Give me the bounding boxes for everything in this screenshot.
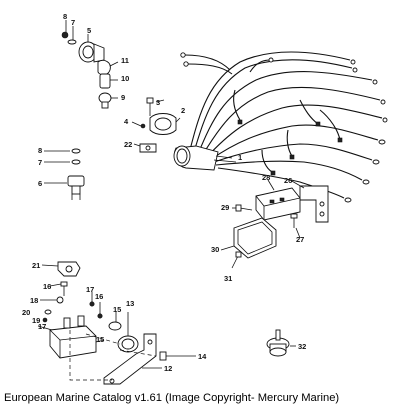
callout-15-upper: 15 [113, 305, 121, 314]
callout-8-top: 8 [63, 12, 67, 21]
callout-3: 3 [156, 98, 160, 107]
callout-2: 2 [181, 106, 185, 115]
callout-16-left: 16 [43, 282, 51, 291]
callout-7-mid: 7 [38, 158, 42, 167]
callout-32: 32 [298, 342, 306, 351]
callout-16-right: 16 [95, 292, 103, 301]
catalog-caption: European Marine Catalog v1.61 (Image Cop… [4, 392, 340, 404]
callout-1: 1 [238, 153, 242, 162]
callout-17-upper: 17 [86, 285, 94, 294]
callout-4: 4 [124, 117, 129, 126]
callout-13: 13 [126, 299, 134, 308]
callout-20: 20 [22, 308, 30, 317]
callout-28: 28 [262, 173, 270, 182]
wiring-harness [173, 51, 388, 203]
callout-14: 14 [198, 352, 207, 361]
callout-22: 22 [124, 140, 132, 149]
callout-31: 31 [224, 274, 232, 283]
callout-19: 19 [32, 316, 40, 325]
callout-30: 30 [211, 245, 219, 254]
callout-29: 29 [221, 203, 229, 212]
callout-12: 12 [164, 364, 172, 373]
upper-left-parts [61, 20, 119, 109]
control-module-group [220, 179, 329, 269]
harness-clamp [131, 97, 233, 159]
callout-10: 10 [121, 74, 129, 83]
callout-6: 6 [38, 179, 42, 188]
callout-26: 26 [284, 176, 292, 185]
callout-18: 18 [30, 296, 38, 305]
callout-5: 5 [87, 26, 91, 35]
sender-group [44, 148, 85, 200]
callout-7-top: 7 [71, 18, 75, 27]
callout-17-lower: 17 [38, 322, 46, 331]
callout-21: 21 [32, 261, 40, 270]
callout-8-mid: 8 [38, 146, 42, 155]
callout-9: 9 [121, 93, 125, 102]
callout-27: 27 [296, 235, 304, 244]
callout-15-lower: 15 [96, 335, 104, 344]
callout-11: 11 [121, 56, 129, 65]
callout-labels: 8 7 5 11 10 9 3 2 4 22 1 8 7 6 28 26 29 … [22, 12, 306, 373]
solenoid-bracket-group [37, 261, 196, 385]
sender-32 [266, 329, 296, 357]
